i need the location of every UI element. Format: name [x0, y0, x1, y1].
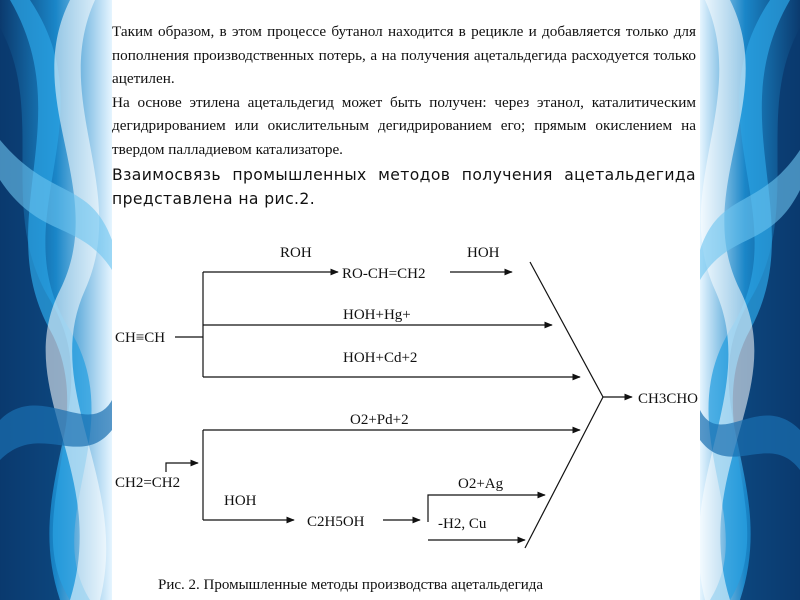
label-acetylene: CH≡CH — [115, 330, 165, 346]
converge-line-top — [529, 261, 604, 398]
label-o2-pd: O2+Pd+2 — [350, 412, 409, 428]
arrow-o2-ag — [427, 491, 546, 522]
label-dehydro: -H2, Cu — [438, 516, 487, 532]
label-product: CH3CHO — [638, 391, 698, 407]
left-decoration — [0, 0, 112, 600]
right-decoration — [700, 0, 800, 600]
paragraph-scheme-intro: Взаимосвязь промышленных методов получен… — [112, 166, 696, 208]
label-o2-ag: O2+Ag — [458, 476, 504, 492]
label-hoh-hg: HOH+Hg+ — [343, 307, 411, 323]
label-hoh-bottom: НОН — [224, 493, 257, 509]
label-ethanol: C2H5OH — [307, 514, 365, 530]
paragraph-butanol: Таким образом, в этом процессе бутанол н… — [112, 23, 696, 87]
text-content: Таким образом, в этом процессе бутанол н… — [112, 20, 696, 211]
label-vinyl-ether: RO-CH=CH2 — [342, 266, 425, 282]
figure-caption: Рис. 2. Промышленные методы производства… — [158, 577, 544, 593]
label-hoh-top: HOH — [467, 245, 500, 261]
label-ethylene: CH2=CH2 — [115, 475, 180, 491]
label-roh: ROH — [280, 245, 312, 261]
paragraph-ethylene: На основе этилена ацетальдегид может быт… — [112, 93, 696, 158]
label-hoh-cd: HOH+Cd+2 — [343, 350, 417, 366]
converge-line-bottom — [524, 396, 604, 549]
arrow-ethylene-small — [165, 459, 199, 472]
